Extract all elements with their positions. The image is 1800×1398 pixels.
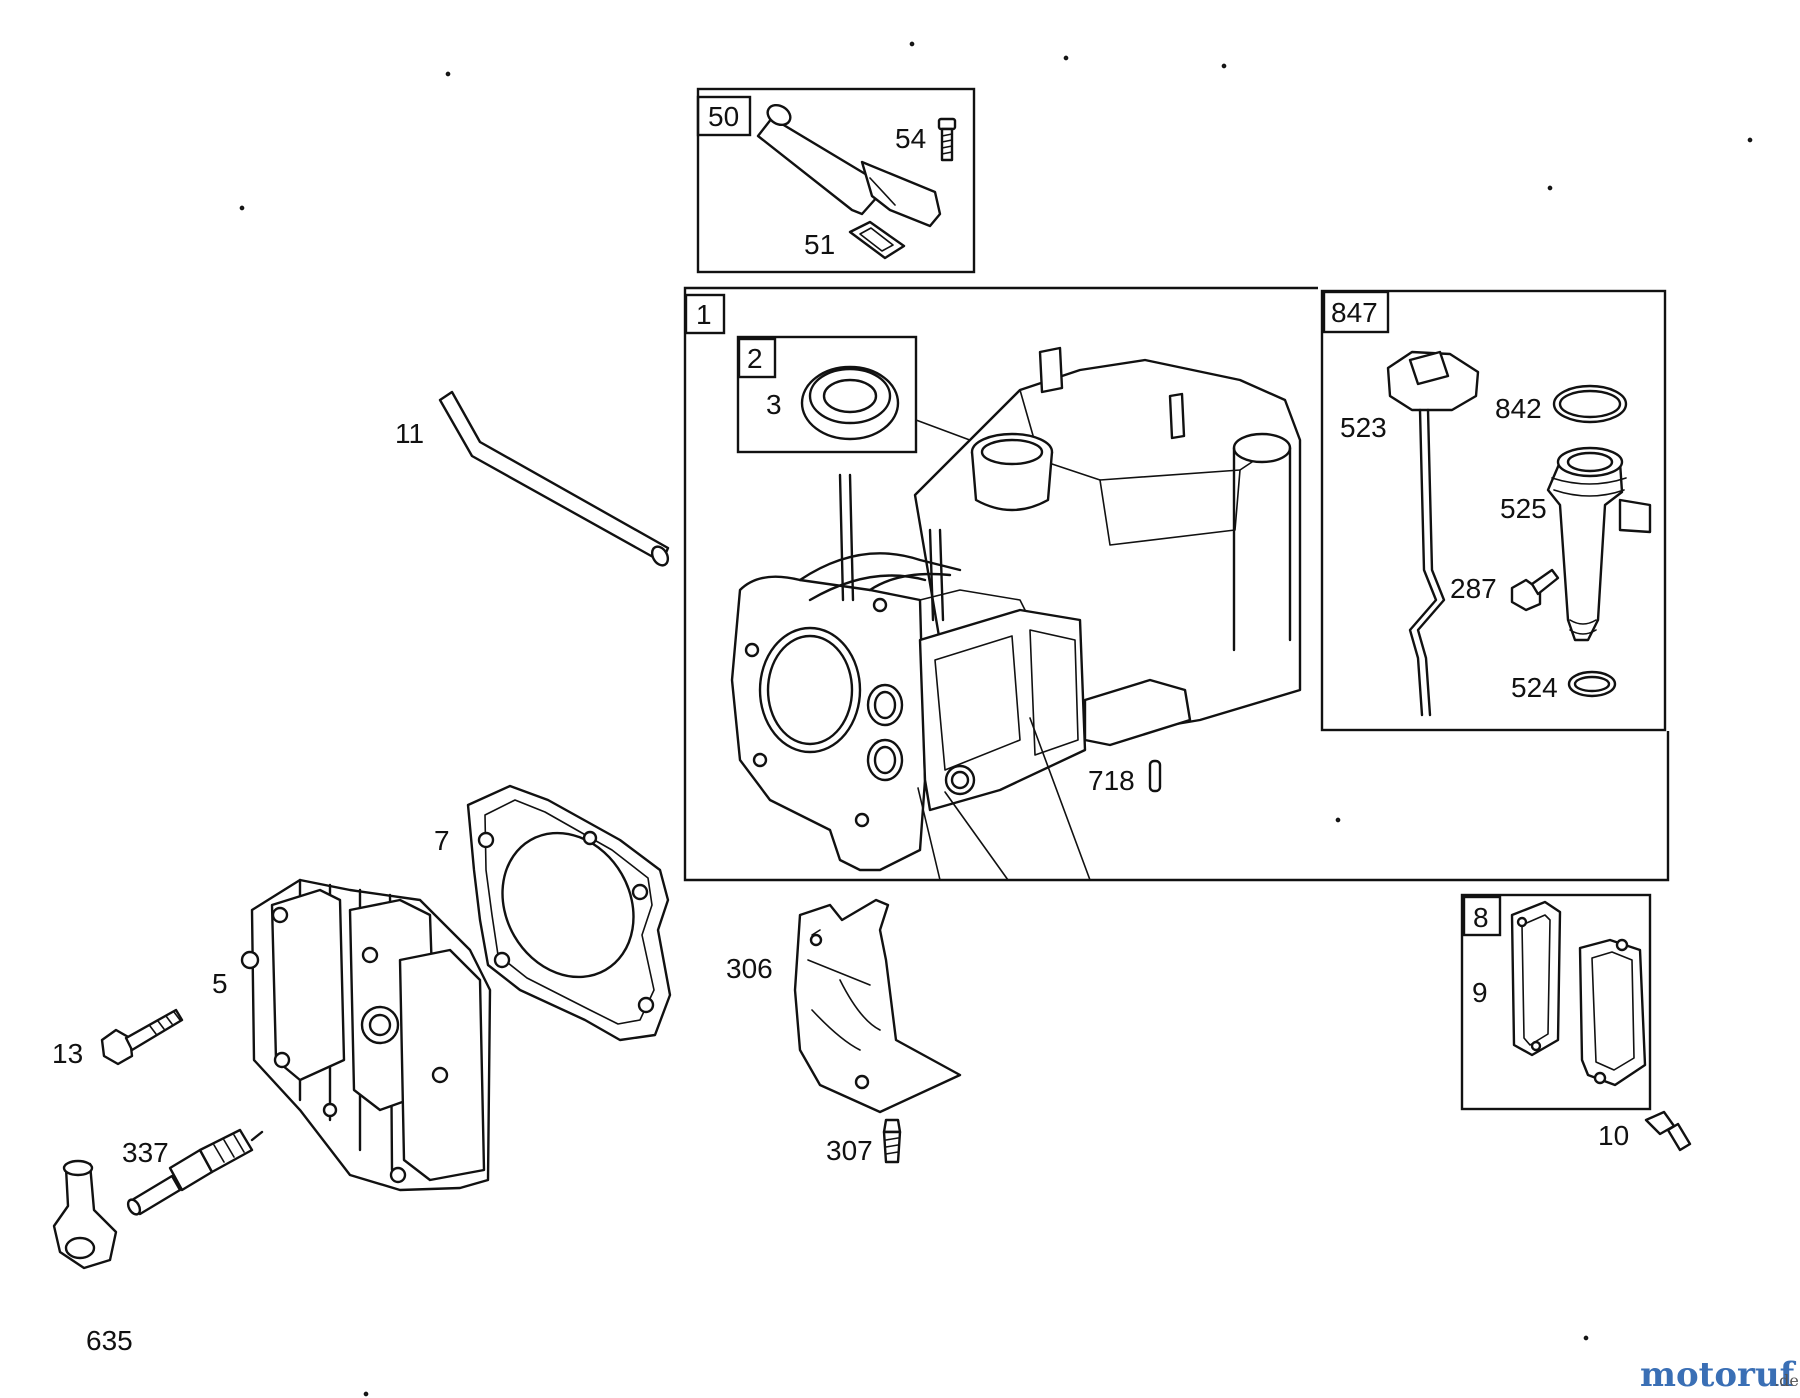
- box-50-frame: [696, 87, 976, 274]
- o-ring-842-icon: [1552, 384, 1628, 424]
- gasket-9-icon: [1510, 900, 1562, 1057]
- label-287: 287: [1450, 573, 1497, 604]
- screw-307-icon: [882, 1118, 902, 1164]
- box-8-frame: [1460, 893, 1652, 1111]
- scan-specks: [239, 41, 1753, 1397]
- label-847: 847: [1331, 297, 1378, 328]
- breather-cover-group: 8 9: [1460, 893, 1652, 1111]
- label-13: 13: [52, 1038, 83, 1069]
- label-524: 524: [1511, 672, 1558, 703]
- head-bolt-13-icon: [100, 1008, 184, 1066]
- label-337: 337: [122, 1137, 169, 1168]
- box-847-frame: [1320, 289, 1667, 732]
- spark-plug-boot-icon: [52, 1159, 118, 1270]
- fill-tube-525-icon: [1546, 446, 1652, 642]
- gasket-51-icon: [848, 220, 906, 260]
- crankcase-icon: [730, 346, 1302, 872]
- breather-cover-icon: [1578, 938, 1647, 1087]
- screw-10-icon: [1644, 1110, 1692, 1152]
- label-11: 11: [395, 418, 424, 449]
- label-842: 842: [1495, 393, 1542, 424]
- label-51: 51: [804, 229, 835, 260]
- page-number: 635: [86, 1325, 133, 1356]
- dowel-pin-718-icon: [1148, 759, 1162, 793]
- box-2-frame: [736, 335, 918, 454]
- cylinder-block-group: 1 2 3: [683, 286, 1670, 882]
- label-2: 2: [747, 343, 763, 374]
- label-525: 525: [1500, 493, 1547, 524]
- label-54: 54: [895, 123, 926, 154]
- watermark-suffix: .de: [1774, 1371, 1799, 1390]
- pushrod-11-icon: [438, 390, 670, 567]
- head-gasket-7-icon: [466, 784, 672, 1042]
- box-8-tag: [1462, 895, 1502, 937]
- label-50: 50: [708, 101, 739, 132]
- screw-287-icon: [1510, 568, 1560, 612]
- label-306: 306: [726, 953, 773, 984]
- watermark-text: motoruf: [1640, 1355, 1797, 1395]
- breather-assembly-group: 50 54 51: [696, 87, 976, 274]
- label-5: 5: [212, 968, 228, 999]
- oil-fill-group: 847 523 842 525 287: [1320, 289, 1667, 732]
- box-50-tag: [696, 95, 752, 137]
- label-8: 8: [1473, 902, 1489, 933]
- label-1: 1: [696, 299, 712, 330]
- label-3: 3: [766, 389, 782, 420]
- label-9: 9: [1472, 977, 1488, 1008]
- label-7: 7: [434, 825, 450, 856]
- spark-plug-337-icon: [126, 1128, 264, 1216]
- breather-tube-icon: [756, 103, 942, 228]
- dipstick-523-icon: [1386, 350, 1480, 717]
- label-718: 718: [1088, 765, 1135, 796]
- o-ring-524-icon: [1567, 670, 1617, 698]
- box-1-frame: [683, 286, 1670, 882]
- label-10: 10: [1598, 1120, 1629, 1151]
- cylinder-head-5-icon: [240, 878, 492, 1192]
- box-2-tag: [737, 337, 777, 379]
- label-307: 307: [826, 1135, 873, 1166]
- oil-seal-3-icon: [800, 365, 900, 441]
- watermark-logo: motoruf .de: [1640, 1355, 1799, 1395]
- box-847-tag: [1322, 290, 1390, 334]
- shield-306-icon: [793, 898, 962, 1114]
- label-523: 523: [1340, 412, 1387, 443]
- bolt-54-icon: [937, 117, 957, 162]
- box-1-tag: [684, 293, 726, 335]
